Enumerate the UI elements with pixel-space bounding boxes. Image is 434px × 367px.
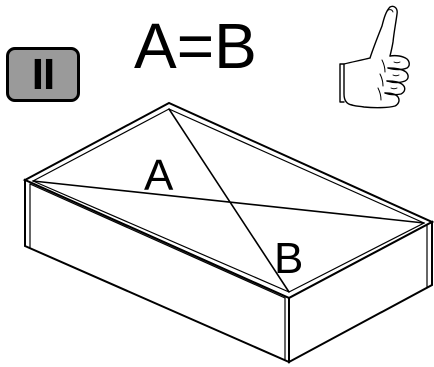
thumbs-up-icon [339, 5, 410, 109]
equation-title: A=B [134, 10, 257, 82]
diagonal-line-a [32, 180, 425, 224]
diagonal-label-b: B [274, 234, 303, 283]
box-left-bevel-top [29, 183, 286, 299]
badge-label: II [31, 49, 55, 99]
box-right-face [288, 220, 433, 364]
diagonal-label-a: A [144, 151, 174, 200]
box-left-face [24, 178, 290, 364]
diagonal-line-b [168, 108, 290, 293]
section-badge: II [6, 47, 80, 102]
